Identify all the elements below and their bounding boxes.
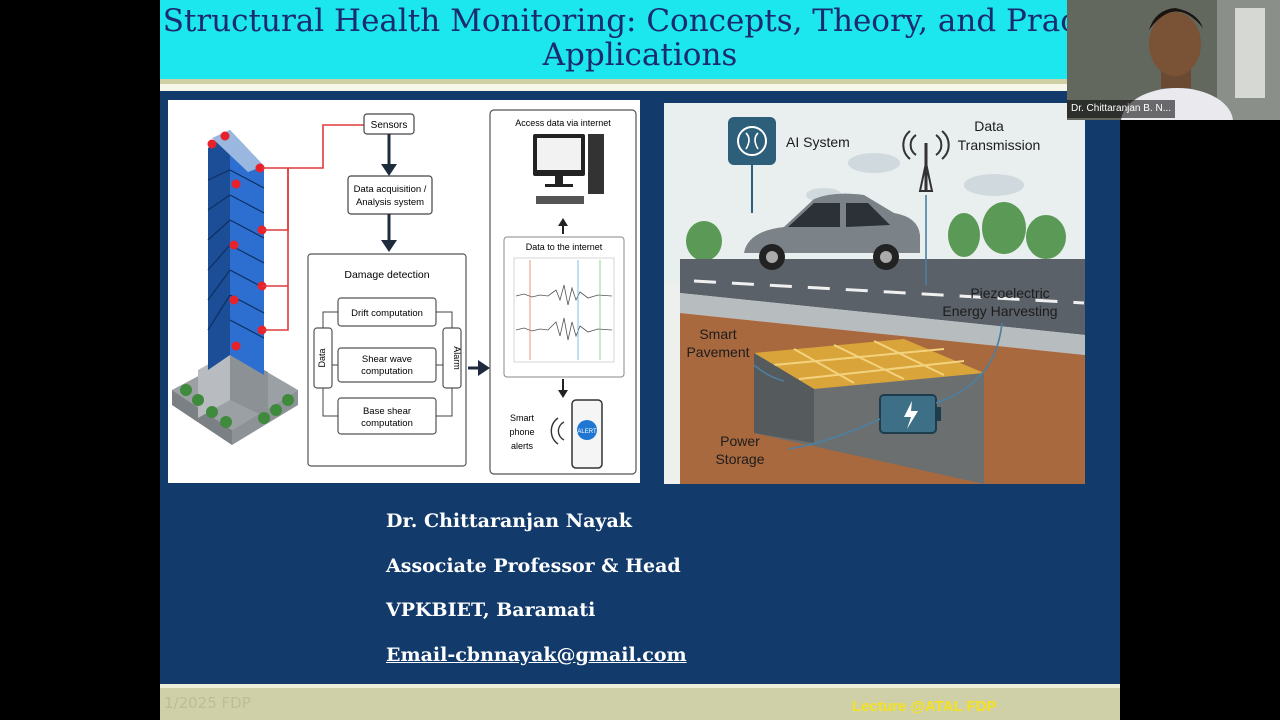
slide-title: Structural Health Monitoring: Concepts, … (160, 4, 1120, 72)
piezo-label-line-2: Energy Harvesting (942, 303, 1057, 319)
slide-title-line-2: Applications (160, 38, 1120, 72)
author-email-link[interactable]: Email-cbnnayak@gmail.com (386, 640, 687, 685)
author-name: Dr. Chittaranjan Nayak (386, 506, 687, 551)
shear-wave-label-line-1: Shear wave (362, 354, 412, 365)
author-designation: Associate Professor & Head (386, 551, 687, 596)
smart-pavement-label-line-2: Pavement (686, 344, 749, 360)
smartphone-label-line-3: alerts (511, 441, 534, 451)
webcam-name-tag: Dr. Chittaranjan B. N... (1067, 100, 1175, 118)
footer-stripe (160, 684, 1120, 688)
presentation-slide: Structural Health Monitoring: Concepts, … (160, 0, 1120, 720)
ai-system-label: AI System (786, 134, 850, 150)
base-shear-label-line-2: computation (361, 418, 413, 429)
footer-lecture-label: Lecture @ATAL FDP (852, 698, 997, 715)
base-shear-label-line-1: Base shear (363, 406, 411, 417)
shm-system-figure: Sensors Data acquisition / Analysis syst… (168, 100, 640, 483)
smart-pavement-label-line-1: Smart (699, 326, 736, 342)
title-bar: Structural Health Monitoring: Concepts, … (160, 0, 1120, 79)
smartphone-label-line-1: Smart (510, 413, 535, 423)
alert-badge: ALERT (577, 429, 597, 435)
author-info: Dr. Chittaranjan Nayak Associate Profess… (386, 506, 687, 684)
data-to-internet-label: Data to the internet (526, 242, 603, 252)
data-transmission-label-line-2: Transmission (958, 137, 1041, 153)
drift-computation-label: Drift computation (351, 308, 423, 319)
slide-title-line-1: Structural Health Monitoring: Concepts, … (160, 4, 1120, 38)
access-internet-label: Access data via internet (515, 118, 611, 128)
battery-icon (880, 395, 941, 433)
piezo-label-line-1: Piezoelectric (970, 285, 1049, 301)
daq-label-line-1: Data acquisition / (354, 184, 427, 195)
smart-pavement-figure: AI System Data Transmission Piezoelectri… (664, 103, 1085, 484)
power-storage-label-line-1: Power (720, 433, 760, 449)
daq-box (348, 176, 432, 214)
footer-left-text: 1/2025 FDP (164, 694, 251, 712)
alarm-side-label: Alarm (452, 346, 462, 370)
internet-panel: Access data via internet Data to the int… (490, 110, 636, 474)
damage-detection-label: Damage detection (344, 269, 429, 281)
author-institute: VPKBIET, Baramati (386, 595, 687, 640)
sensors-label: Sensors (371, 120, 408, 131)
data-side-label: Data (317, 348, 327, 367)
data-transmission-label-line-1: Data (974, 118, 1004, 134)
shear-wave-label-line-2: computation (361, 366, 413, 377)
daq-label-line-2: Analysis system (356, 197, 424, 208)
flowchart: Sensors Data acquisition / Analysis syst… (308, 114, 490, 466)
power-storage-label-line-2: Storage (715, 451, 764, 467)
title-divider (160, 84, 1120, 91)
smartphone-label-line-2: phone (509, 427, 534, 437)
